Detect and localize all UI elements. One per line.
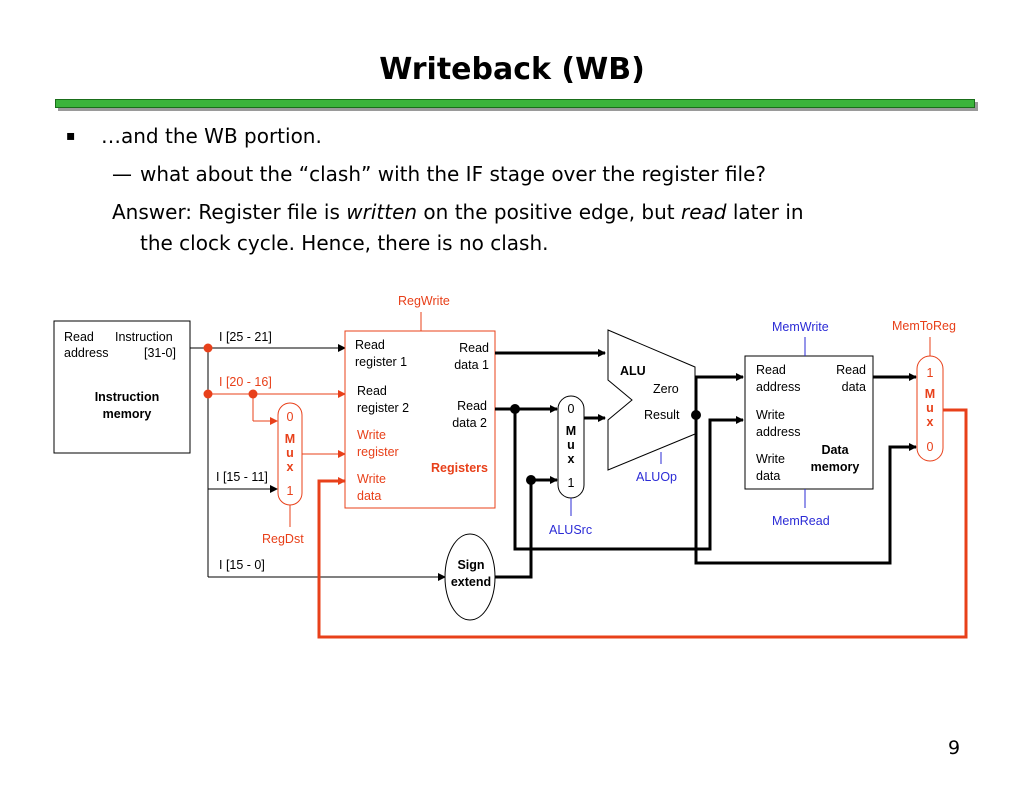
junction-dot-sign-extend bbox=[526, 475, 536, 485]
reg-read-data2-a: Read bbox=[457, 399, 487, 413]
regdst-label: RegDst bbox=[262, 532, 304, 546]
alu-unit bbox=[607, 329, 696, 471]
memtoreg-label: MemToReg bbox=[892, 319, 956, 333]
alusrc-mux-u: u bbox=[567, 438, 575, 452]
dmem-read-data-b: data bbox=[842, 380, 866, 394]
junction-dot-rs bbox=[203, 343, 213, 353]
regdst-mux-m: M bbox=[285, 432, 295, 446]
reg-read-reg2-a: Read bbox=[357, 384, 387, 398]
instruction-memory-box bbox=[53, 320, 191, 454]
alu-result: Result bbox=[644, 408, 680, 422]
dmem-write-data-a: Write bbox=[756, 452, 785, 466]
regdst-mux-1: 1 bbox=[287, 484, 294, 498]
sub-bullet-dash: — bbox=[112, 162, 132, 186]
sign-extend-line2: extend bbox=[451, 575, 491, 589]
reg-read-data1-a: Read bbox=[459, 341, 489, 355]
aluop-label: ALUOp bbox=[636, 470, 677, 484]
field-rd-label: I [15 - 11] bbox=[216, 470, 268, 484]
imem-instruction-label: Instruction bbox=[115, 330, 173, 344]
memwrite-label: MemWrite bbox=[772, 320, 829, 334]
dmem-read-addr-a: Read bbox=[756, 363, 786, 377]
alu-name: ALU bbox=[620, 364, 646, 378]
answer-prefix: Answer: Register file is bbox=[112, 200, 347, 224]
reg-read-reg1-b: register 1 bbox=[355, 355, 407, 369]
field-imm-label: I [15 - 0] bbox=[219, 558, 265, 572]
answer-read: read bbox=[680, 200, 727, 224]
alu-zero: Zero bbox=[653, 382, 679, 396]
dmem-read-addr-b: address bbox=[756, 380, 800, 394]
imem-address-label: address bbox=[64, 346, 108, 360]
dmem-write-addr-a: Write bbox=[756, 408, 785, 422]
instruction-bus bbox=[190, 344, 446, 581]
imem-name-2: memory bbox=[103, 407, 152, 421]
sign-extend-line1: Sign bbox=[457, 558, 484, 572]
junction-dot-rt bbox=[203, 389, 213, 399]
bullet-square-icon: ▪ bbox=[66, 128, 76, 144]
dmem-read-data-a: Read bbox=[836, 363, 866, 377]
title-underline-bar bbox=[55, 99, 975, 108]
reg-read-reg1-a: Read bbox=[355, 338, 385, 352]
answer-line-1: Answer: Register file is written on the … bbox=[112, 200, 804, 224]
answer-suffix: later in bbox=[726, 200, 804, 224]
reg-write-data-b: data bbox=[357, 489, 381, 503]
reg-write-reg-b: register bbox=[357, 445, 399, 459]
junction-dot-alu-result bbox=[691, 410, 701, 420]
memtoreg-mux-0: 0 bbox=[927, 440, 934, 454]
alusrc-mux-x: x bbox=[568, 452, 575, 466]
dmem-name-2: memory bbox=[811, 460, 860, 474]
junction-dot-read-data2 bbox=[510, 404, 520, 414]
dmem-write-addr-b: address bbox=[756, 425, 800, 439]
field-rs-label: I [25 - 21] bbox=[219, 330, 272, 344]
reg-write-data-a: Write bbox=[357, 472, 386, 486]
memtoreg-mux-x: x bbox=[927, 415, 934, 429]
regdst-mux-u: u bbox=[286, 446, 294, 460]
reg-read-data2-b: data 2 bbox=[452, 416, 487, 430]
imem-name-1: Instruction bbox=[95, 390, 160, 404]
rt-path bbox=[208, 390, 346, 425]
dmem-name-1: Data bbox=[821, 443, 849, 457]
bullet-text: …and the WB portion. bbox=[101, 124, 322, 148]
memtoreg-mux-u: u bbox=[926, 401, 934, 415]
answer-line-2: the clock cycle. Hence, there is no clas… bbox=[140, 231, 549, 255]
reg-read-reg2-b: register 2 bbox=[357, 401, 409, 415]
field-rt-label: I [20 - 16] bbox=[219, 375, 272, 389]
alusrc-mux-0: 0 bbox=[568, 402, 575, 416]
memread-label: MemRead bbox=[772, 514, 830, 528]
answer-written: written bbox=[346, 200, 418, 224]
registers-name: Registers bbox=[431, 461, 488, 475]
answer-mid: on the positive edge, but bbox=[417, 200, 681, 224]
junction-dot-rt-branch bbox=[248, 389, 258, 399]
alusrc-mux-1: 1 bbox=[568, 476, 575, 490]
alusrc-mux-m: M bbox=[566, 424, 576, 438]
regdst-mux-x: x bbox=[287, 460, 294, 474]
slide-title: Writeback (WB) bbox=[379, 52, 645, 87]
memtoreg-mux-1: 1 bbox=[927, 366, 934, 380]
sub-bullet-text: what about the “clash” with the IF stage… bbox=[140, 162, 767, 186]
page-number: 9 bbox=[948, 737, 961, 759]
reg-write-reg-a: Write bbox=[357, 428, 386, 442]
data-memory-box bbox=[744, 355, 874, 490]
writeback-path bbox=[317, 408, 968, 639]
regwrite-label: RegWrite bbox=[398, 294, 450, 308]
alusrc-label: ALUSrc bbox=[549, 523, 592, 537]
imem-bits-label: [31-0] bbox=[144, 346, 176, 360]
register-file-box bbox=[344, 330, 496, 509]
reg-read-data1-b: data 1 bbox=[454, 358, 489, 372]
dmem-write-data-b: data bbox=[756, 469, 780, 483]
sign-extend-wire bbox=[495, 476, 558, 579]
read-data2-wire bbox=[495, 405, 744, 551]
imem-read-label: Read bbox=[64, 330, 94, 344]
regdst-mux-0: 0 bbox=[287, 410, 294, 424]
memtoreg-mux-m: M bbox=[925, 387, 935, 401]
